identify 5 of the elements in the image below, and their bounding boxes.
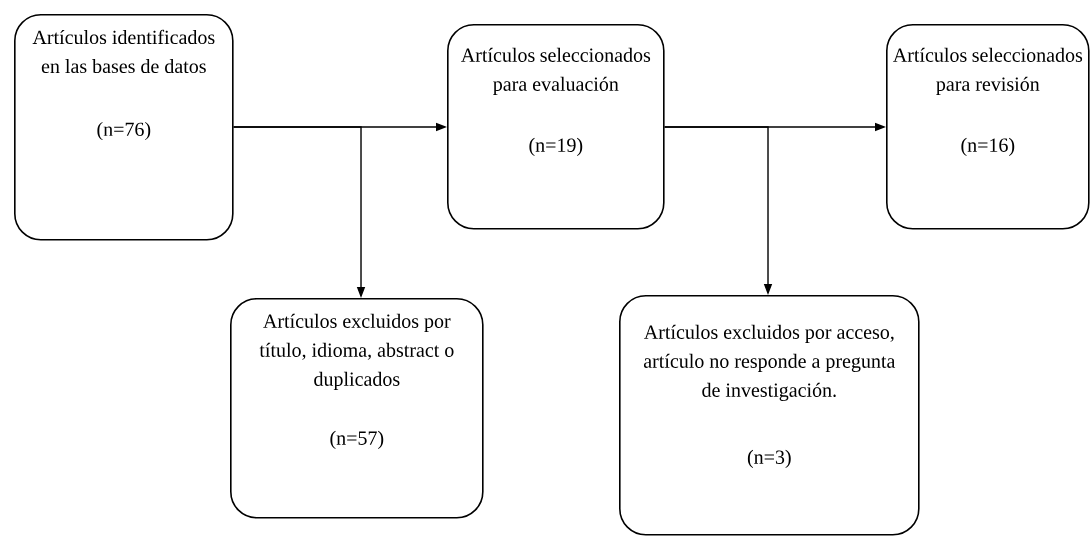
process-box: Artículos excluidos por título, idioma, abstract o duplicados (n=57) <box>230 298 484 519</box>
process-box: Artículos excluidos por acceso, artículo no responde a pregunta de investigación. (n=3) <box>619 295 920 536</box>
process-box: Artículos seleccionados para evaluación (n=19) <box>447 24 665 230</box>
process-box: Artículos identificados en las bases de datos (n=76) <box>14 14 234 241</box>
process-box: Artículos seleccionados para revisión (n=16) <box>886 24 1090 230</box>
